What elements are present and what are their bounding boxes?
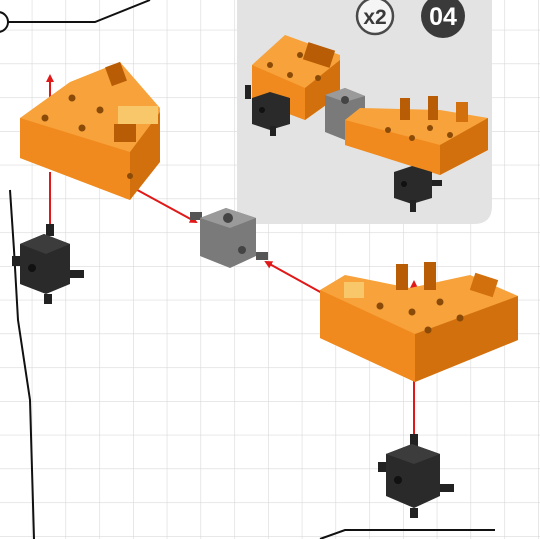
quantity-label: x2 — [363, 6, 386, 29]
step-number: 04 — [429, 3, 457, 31]
quantity-badge: x2 — [357, 0, 393, 34]
